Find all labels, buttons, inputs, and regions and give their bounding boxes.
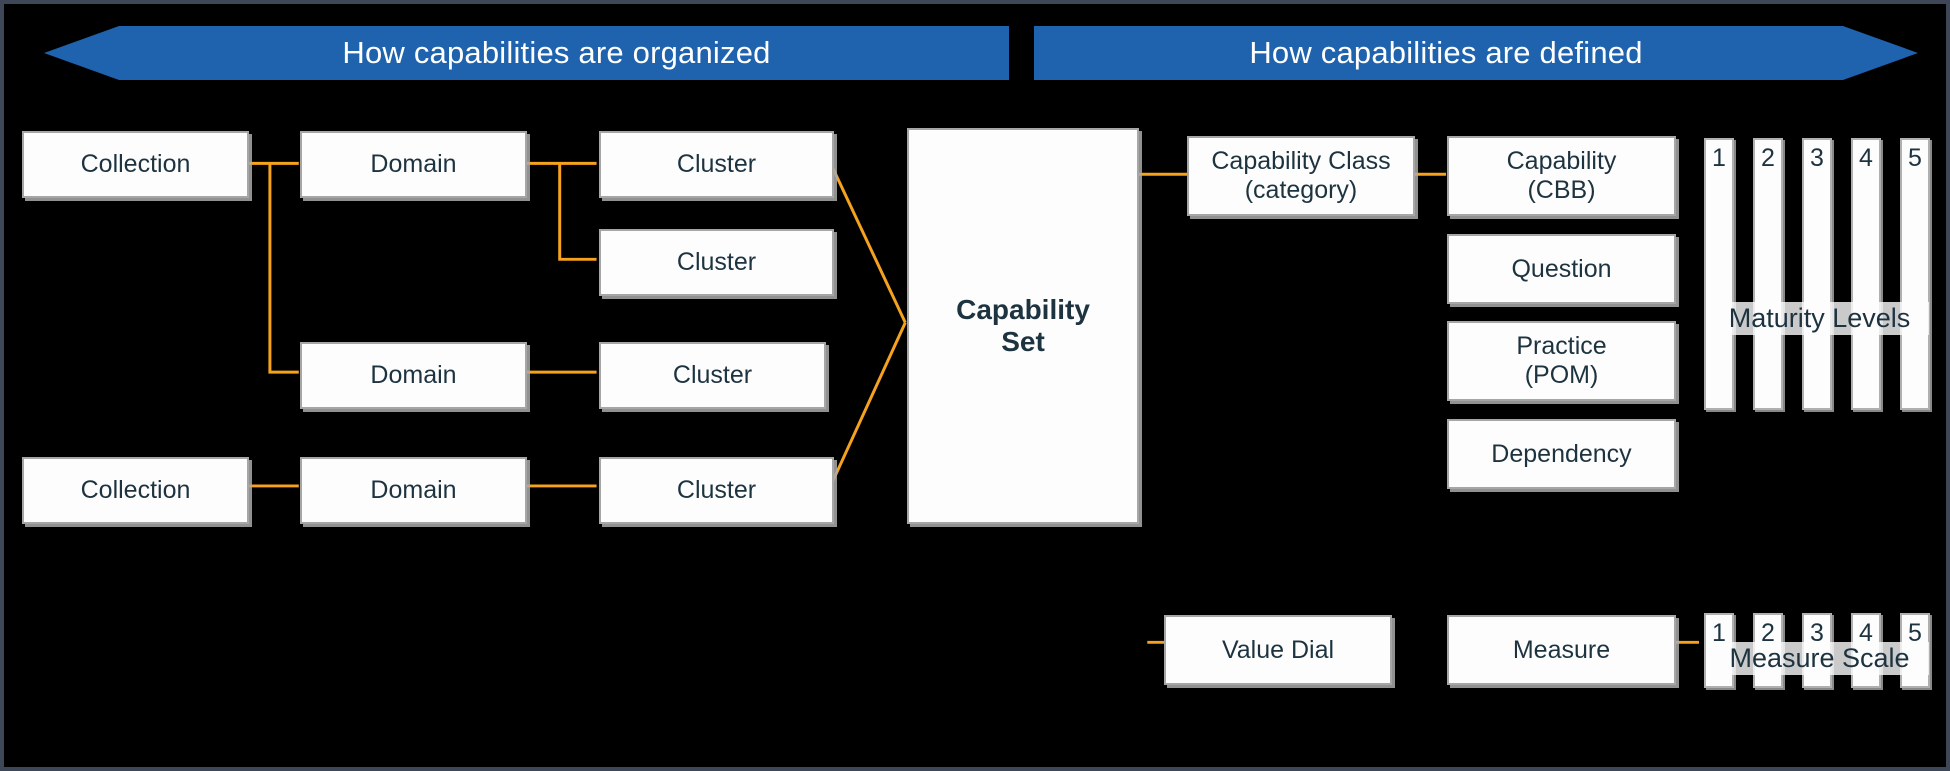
node-domain-2[interactable]: Domain — [300, 342, 527, 409]
node-cluster-3[interactable]: Cluster — [599, 342, 826, 409]
banner-how-capabilities-are-organized: How capabilities are organized — [44, 26, 1009, 80]
node-collection-1[interactable]: Collection — [22, 131, 249, 198]
node-domain-3[interactable]: Domain — [300, 457, 527, 524]
node-cluster-1[interactable]: Cluster — [599, 131, 834, 198]
node-capability-class[interactable]: Capability Class (category) — [1187, 136, 1415, 216]
maturity-level-bar-3[interactable]: 3 — [1802, 138, 1832, 410]
node-capability-cbb[interactable]: Capability (CBB) — [1447, 136, 1676, 216]
node-practice-pom[interactable]: Practice (POM) — [1447, 321, 1676, 401]
node-question[interactable]: Question — [1447, 234, 1676, 304]
node-capability-set[interactable]: Capability Set — [907, 128, 1139, 524]
node-collection-2[interactable]: Collection — [22, 457, 249, 524]
connector-collection1-domain2 — [268, 163, 299, 374]
node-domain-1[interactable]: Domain — [300, 131, 527, 198]
node-cluster-2[interactable]: Cluster — [599, 229, 834, 296]
node-value-dial[interactable]: Value Dial — [1164, 615, 1392, 685]
measure-scale-caption: Measure Scale — [1710, 642, 1929, 675]
maturity-level-bar-1[interactable]: 1 — [1704, 138, 1734, 410]
connector-cluster1-capabilityset — [829, 162, 907, 324]
banner-right-label: How capabilities are defined — [1249, 35, 1643, 70]
node-cluster-4[interactable]: Cluster — [599, 457, 834, 524]
node-dependency[interactable]: Dependency — [1447, 419, 1676, 489]
maturity-level-bar-4[interactable]: 4 — [1851, 138, 1881, 410]
node-measure[interactable]: Measure — [1447, 615, 1676, 685]
banner-how-capabilities-are-defined: How capabilities are defined — [1034, 26, 1918, 80]
banner-left-label: How capabilities are organized — [342, 35, 771, 70]
maturity-level-bar-2[interactable]: 2 — [1753, 138, 1783, 410]
maturity-levels-caption: Maturity Levels — [1710, 302, 1929, 335]
connector-domain1-cluster2 — [558, 163, 597, 261]
connector-cluster4-capabilityset — [829, 322, 907, 487]
maturity-level-bar-5[interactable]: 5 — [1900, 138, 1930, 410]
